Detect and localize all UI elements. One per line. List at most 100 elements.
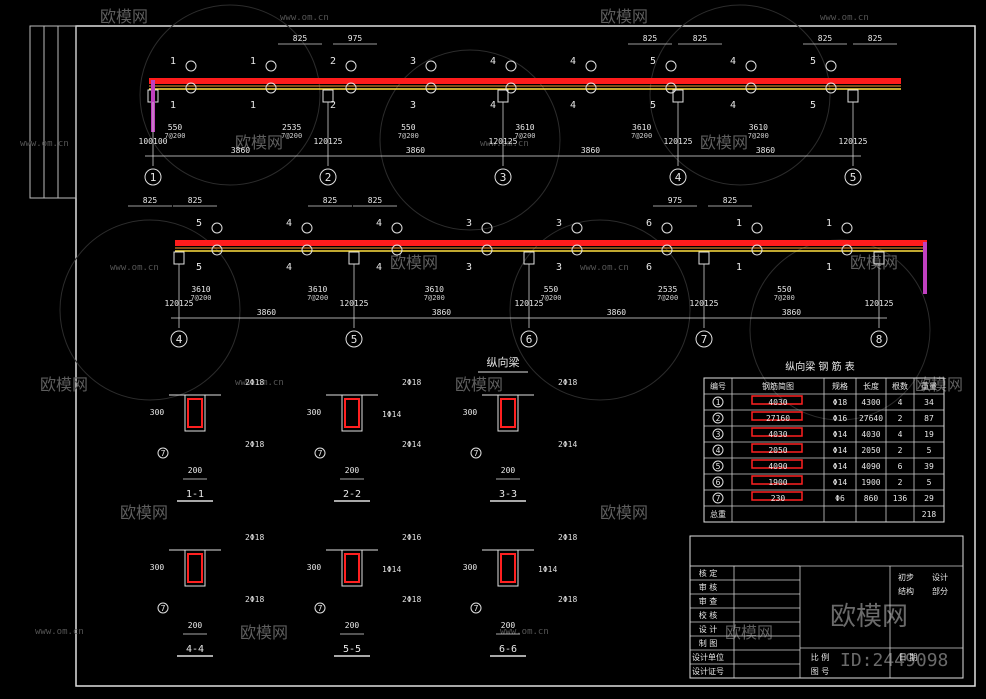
axis-label: 5 [850, 171, 857, 184]
bar-mark-bottom: 3 [556, 262, 562, 273]
section-label: 1-1 [186, 489, 204, 500]
edge-dim-label: 120125 [165, 299, 194, 308]
watermark-text: 欧模网 [700, 133, 748, 152]
bar-mark-top: 4 [376, 218, 382, 229]
stirrup-label: 7@200 [398, 132, 419, 140]
table-header: 钢筋简图 [762, 381, 794, 391]
bar-mark-top: 5 [810, 56, 816, 67]
watermark-layer: 欧模网欧模网欧模网欧模网欧模网欧模网欧模网欧模网欧模网欧模网欧模网欧模网欧模网w… [20, 4, 963, 671]
bay-span-label: 3860 [406, 146, 425, 155]
tb-row-label: 核 定 [699, 568, 718, 578]
watermark-text: 欧模网 [240, 623, 288, 642]
bar-mark-bottom: 1 [826, 262, 832, 273]
bar-mark-top: 5 [196, 218, 202, 229]
bar-circle [585, 82, 597, 94]
end-stirrup [923, 242, 927, 294]
bar-circle [841, 244, 853, 256]
bar-mark-bottom: 5 [650, 100, 656, 111]
section-bot-bar: 2Φ14 [402, 440, 421, 449]
table-cell: 4 [898, 430, 903, 439]
watermark-site: www.om.cn [235, 378, 284, 388]
stirrup-label: 7@200 [307, 294, 328, 302]
bar-circle [391, 244, 403, 256]
row-mark: 3 [716, 430, 721, 439]
axis-bubble [844, 168, 862, 186]
bay-span-label: 3860 [231, 146, 250, 155]
bar-circle [265, 60, 277, 72]
bar-circle [425, 82, 437, 94]
beam-top-bar [175, 240, 927, 246]
section-label: 6-6 [499, 644, 517, 655]
bay-span-label: 3860 [581, 146, 600, 155]
watermark-text: 欧模网 [455, 375, 503, 394]
rebar-length-label: 3610 [749, 123, 768, 132]
bar-circle [825, 60, 837, 72]
bar-shape-length: 1900 [768, 478, 787, 487]
table-cell: 860 [864, 494, 879, 503]
watermark-site: www.om.cn [110, 263, 159, 273]
row-mark: 6 [716, 478, 721, 487]
axis-label: 2 [325, 171, 332, 184]
stirrup-bubble [314, 447, 326, 459]
top-dim-label: 975 [348, 34, 363, 43]
top-dim-label: 825 [293, 34, 308, 43]
bay-span-label: 3860 [257, 308, 276, 317]
bar-shape [751, 395, 803, 405]
table-cell: 4090 [861, 462, 880, 471]
section-bot-bar: 2Φ18 [558, 595, 577, 604]
table-cell: 2 [898, 414, 903, 423]
bar-mark-bottom: 1 [250, 100, 256, 111]
column-stub [497, 89, 509, 103]
axis-label: 5 [351, 333, 358, 346]
stirrup-label: 7@200 [631, 132, 652, 140]
bar-circle [301, 244, 313, 256]
tb-stage-label: 结构 [898, 586, 914, 596]
edge-dim-label: 120125 [839, 137, 868, 146]
stirrup-label: 7@200 [774, 294, 795, 302]
stirrup-bubble [157, 447, 169, 459]
watermark-text: 欧模网 [100, 7, 148, 26]
stirrup-bubble [470, 602, 482, 614]
tb-row-label: 制 图 [699, 638, 718, 648]
axis-label: 8 [876, 333, 883, 346]
row-mark-circle [712, 492, 724, 504]
watermark-ring [509, 219, 691, 401]
row-mark: 1 [716, 398, 721, 407]
bar-circle [211, 222, 223, 234]
bar-circle [265, 82, 277, 94]
rebar-length-label: 3610 [308, 285, 327, 294]
section-stirrup [187, 553, 203, 583]
total-label: 总重 [710, 509, 726, 519]
section-stirrup [500, 398, 516, 428]
section-stirrup [344, 398, 360, 428]
bar-circle [661, 222, 673, 234]
row-mark: 2 [716, 414, 721, 423]
table-cell: 39 [924, 462, 934, 471]
axis-bubble [669, 168, 687, 186]
watermark-site: www.om.cn [35, 627, 84, 637]
section-top-bar: 2Φ18 [245, 533, 264, 542]
bar-mark-top: 4 [730, 56, 736, 67]
bar-circle [745, 60, 757, 72]
watermark-text: 欧模网 [725, 623, 773, 642]
watermark-site: www.om.cn [20, 139, 69, 149]
watermark-text: 欧模网 [235, 133, 283, 152]
top-dim-label: 825 [643, 34, 658, 43]
beam-top-bar [149, 78, 901, 84]
section-width: 200 [345, 466, 360, 475]
axis-label: 4 [675, 171, 682, 184]
watermark-ring [59, 219, 241, 401]
table-cell: 2 [898, 446, 903, 455]
table-title: 纵向梁 钢 筋 表 [785, 360, 855, 373]
edge-dim-label: 120125 [664, 137, 693, 146]
table-cell: 34 [924, 398, 934, 407]
bar-mark-bottom: 4 [730, 100, 736, 111]
bar-circle [391, 222, 403, 234]
bar-circle [345, 60, 357, 72]
row-mark-circle [712, 444, 724, 456]
edge-dim-label: 120125 [489, 137, 518, 146]
column-stub [847, 89, 859, 103]
bar-circle [185, 82, 197, 94]
bar-mark-bottom: 4 [570, 100, 576, 111]
